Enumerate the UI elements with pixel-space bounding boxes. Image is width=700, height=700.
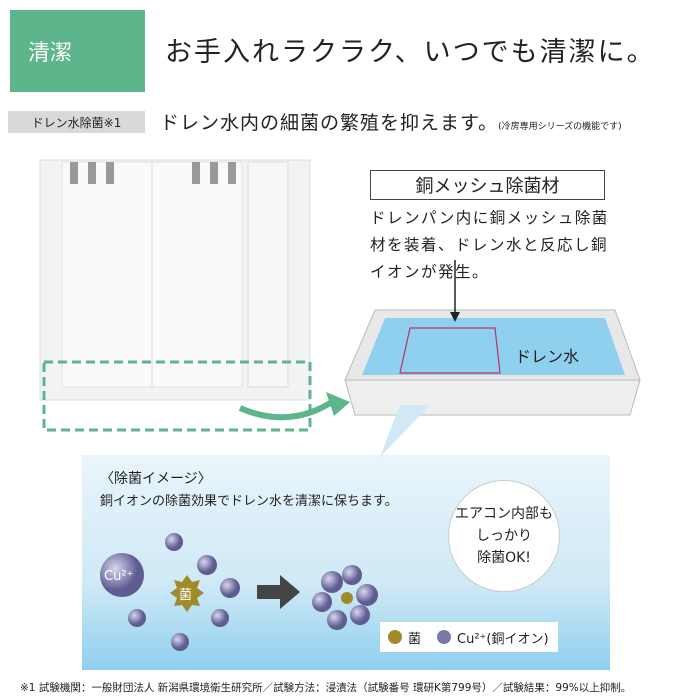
ion-diagram: Cu²⁺ 菌	[100, 533, 378, 651]
legend: 菌 Cu²⁺(銅イオン)	[380, 622, 558, 652]
feature-label: ドレン水除菌※1	[8, 111, 145, 133]
mesh-title: 銅メッシュ除菌材	[370, 170, 605, 200]
bubble-line: 除菌OK!	[477, 550, 531, 566]
page-title: お手入れラクラク、いつでも清潔に。	[165, 37, 656, 68]
cu-ion-icon	[100, 553, 144, 597]
feature-text: ドレン水内の細菌の繁殖を抑えます。(冷房専用シリーズの機能です)	[160, 108, 622, 135]
ion-icon	[437, 630, 452, 644]
svg-text:Cu²⁺: Cu²⁺	[104, 569, 133, 584]
panel-heading: 〈除菌イメージ〉	[100, 471, 212, 487]
desc-line: 材を装着、ドレン水と反応し銅	[370, 236, 609, 254]
tray-label: ドレン水	[515, 347, 579, 366]
germ-icon	[170, 575, 204, 612]
arrow-icon	[238, 397, 337, 421]
germ-icon	[388, 630, 402, 644]
legend-germ: 菌	[408, 631, 422, 647]
bubble-line: しっかり	[476, 528, 532, 544]
aircon-illustration: ドレン水	[39, 159, 641, 432]
copper-mesh	[399, 327, 501, 374]
bubble-line: エアコン内部も	[455, 506, 553, 522]
mesh-description: ドレンパン内に銅メッシュ除菌 材を装着、ドレン水と反応し銅 イオンが発生。	[370, 205, 640, 286]
feature-main: ドレン水内の細菌の繁殖を抑えます。	[160, 112, 499, 134]
desc-line: ドレンパン内に銅メッシュ除菌	[370, 209, 609, 227]
svg-text:菌: 菌	[179, 588, 192, 603]
panel-subtitle: 銅イオンの除菌効果でドレン水を清潔に保ちます。	[100, 494, 398, 509]
arrow-icon	[257, 575, 300, 609]
highlight-drain-area	[42, 360, 312, 432]
legend-cu: Cu²⁺(銅イオン)	[457, 631, 549, 647]
feature-note: (冷房専用シリーズの機能です)	[498, 122, 622, 132]
desc-line: イオンが発生。	[370, 263, 490, 281]
section-tag: 清潔	[10, 10, 145, 92]
speech-bubble: エアコン内部も しっかり 除菌OK!	[448, 480, 560, 592]
footnote: ※1 試験機関：一般財団法人 新潟県環境衛生研究所／試験方法：浸漬法（試験番号 …	[20, 682, 632, 694]
